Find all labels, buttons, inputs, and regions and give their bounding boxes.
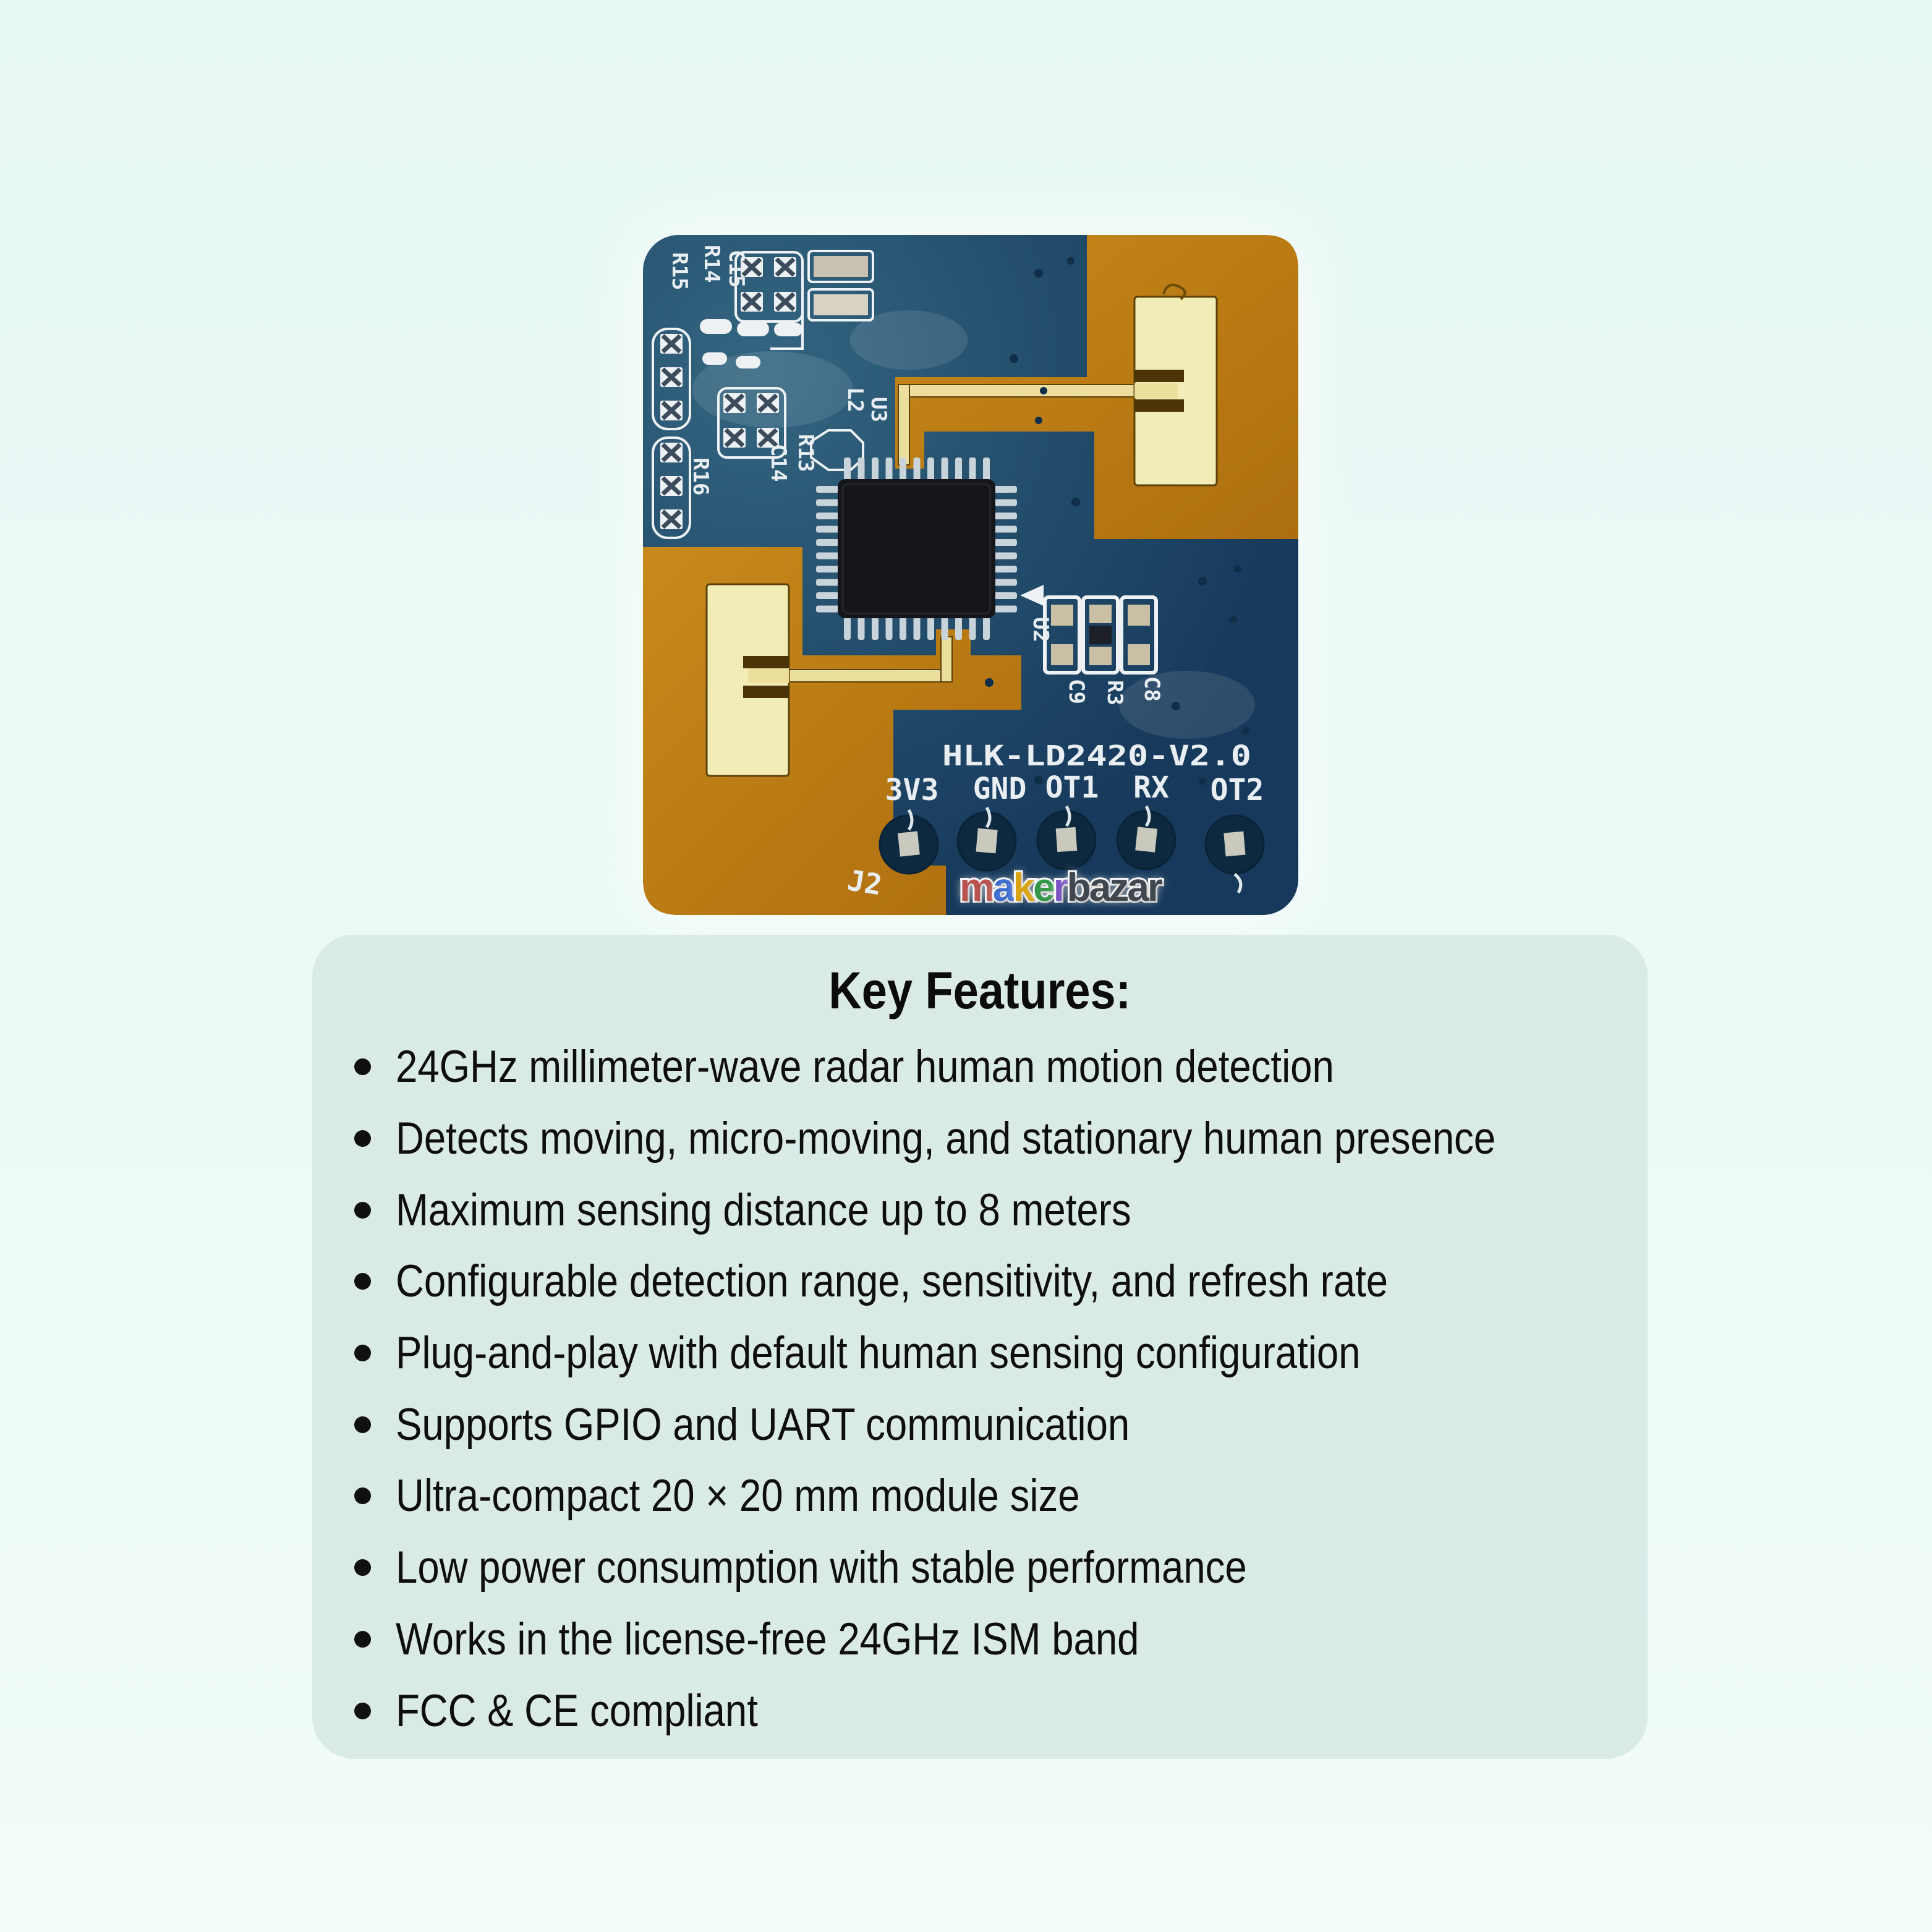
- silk-label-r16: R16: [688, 457, 713, 495]
- watermark-logo: makerbazar: [958, 863, 1207, 916]
- feature-item: Works in the license-free 24GHz ISM band: [312, 1604, 1648, 1675]
- feature-item-text: FCC & CE compliant: [396, 1685, 758, 1736]
- bullet-dot: [354, 1487, 371, 1505]
- feature-item: Ultra-compact 20 × 20 mm module size: [312, 1460, 1648, 1532]
- watermark-letter: r: [1052, 863, 1071, 911]
- feature-item-text: Supports GPIO and UART communication: [396, 1399, 1130, 1450]
- u2-component-group: [1020, 585, 1158, 674]
- silk-label-r13: R13: [793, 434, 818, 472]
- features-title: Key Features:: [312, 958, 1648, 1023]
- watermark-letter: a: [991, 863, 1016, 911]
- silk-label-c15: C15: [724, 250, 749, 287]
- feature-item: FCC & CE compliant: [312, 1675, 1648, 1747]
- pin-label-rx: RX: [1133, 770, 1169, 805]
- silk-label-r3: R3: [1102, 680, 1127, 705]
- pad-ot1: [1036, 805, 1097, 870]
- silk-label-r15: R15: [667, 252, 692, 290]
- feature-item: Supports GPIO and UART communication: [312, 1389, 1648, 1460]
- connector-label-j2: J2: [845, 863, 884, 901]
- antenna-feedline-bottom: [747, 636, 953, 683]
- watermark-letter: e: [1031, 863, 1057, 911]
- chip-pins: [816, 457, 1017, 640]
- bullet-dot: [354, 1702, 371, 1719]
- via-dots: [857, 257, 1249, 785]
- bullet-dot: [354, 1130, 371, 1147]
- watermark-tail: bazar: [1065, 863, 1165, 911]
- feature-item-text: Low power consumption with stable perfor…: [396, 1543, 1247, 1593]
- silk-label-c9: C9: [1064, 679, 1089, 704]
- pad-ot2: [1204, 814, 1265, 894]
- pad-3v3: [879, 809, 939, 875]
- antenna-patch-bottom: [705, 583, 790, 777]
- product-photo: R15 R14 C15 R16 C14 R13 L2 U3 U2 C9 R3 C…: [643, 235, 1298, 915]
- silk-label-u3: U3: [866, 397, 891, 422]
- silk-label-c8: C8: [1139, 676, 1164, 702]
- component-bodies-top-left: [700, 256, 868, 368]
- pad-gnd: [956, 806, 1017, 872]
- bullet-dot: [354, 1559, 371, 1577]
- feature-item-text: Plug-and-play with default human sensing…: [396, 1328, 1361, 1379]
- component-cluster-top-left: [652, 250, 874, 539]
- watermark-letter: k: [1011, 863, 1037, 911]
- pin-label-ot2: OT2: [1211, 773, 1264, 807]
- bullet-dot: [354, 1273, 371, 1290]
- feature-item-text: Ultra-compact 20 × 20 mm module size: [396, 1471, 1080, 1521]
- silk-label-r14: R14: [699, 245, 724, 283]
- through-hole-pads: [879, 805, 1265, 894]
- pin-label-3v3: 3V3: [885, 773, 939, 807]
- feature-item-text: 24GHz millimeter-wave radar human motion…: [396, 1042, 1334, 1092]
- radar-chip: [816, 457, 1017, 640]
- feature-item: Detects moving, micro-moving, and statio…: [312, 1103, 1648, 1175]
- feature-item: Plug-and-play with default human sensing…: [312, 1317, 1648, 1389]
- pcb-illustration: R15 R14 C15 R16 C14 R13 L2 U3 U2 C9 R3 C…: [643, 235, 1298, 915]
- bullet-dot: [354, 1416, 371, 1433]
- bullet-dot: [354, 1345, 371, 1362]
- feature-item-text: Works in the license-free 24GHz ISM band: [396, 1614, 1139, 1664]
- watermark-letter: m: [958, 863, 997, 911]
- feature-item: Low power consumption with stable perfor…: [312, 1532, 1648, 1604]
- features-title-text: Key Features:: [828, 961, 1131, 1019]
- feature-item: 24GHz millimeter-wave radar human motion…: [312, 1031, 1648, 1103]
- bullet-dot: [354, 1201, 371, 1219]
- pin-label-gnd: GND: [973, 772, 1027, 806]
- feature-item-text: Configurable detection range, sensitivit…: [396, 1256, 1389, 1307]
- feature-item: Maximum sensing distance up to 8 meters: [312, 1174, 1648, 1246]
- pin-label-ot1: OT1: [1045, 770, 1099, 805]
- patch-top-squiggle: [1162, 284, 1186, 300]
- silk-label-l2: L2: [843, 387, 867, 412]
- bullet-dot: [354, 1058, 371, 1076]
- feature-item-text: Maximum sensing distance up to 8 meters: [396, 1185, 1131, 1235]
- antenna-patch-top: [1133, 284, 1218, 487]
- features-card: Key Features: 24GHz millimeter-wave rada…: [312, 935, 1648, 1759]
- silk-label-u2: U2: [1028, 617, 1053, 642]
- bullet-dot: [354, 1630, 371, 1648]
- board-name-text: HLK-LD2420-V2.0: [942, 739, 1251, 772]
- features-list: 24GHz millimeter-wave radar human motion…: [312, 1031, 1648, 1747]
- feature-item: Configurable detection range, sensitivit…: [312, 1246, 1648, 1317]
- feature-item-text: Detects moving, micro-moving, and statio…: [396, 1113, 1496, 1164]
- pad-rx: [1116, 805, 1177, 870]
- silk-label-c14: C14: [766, 444, 791, 482]
